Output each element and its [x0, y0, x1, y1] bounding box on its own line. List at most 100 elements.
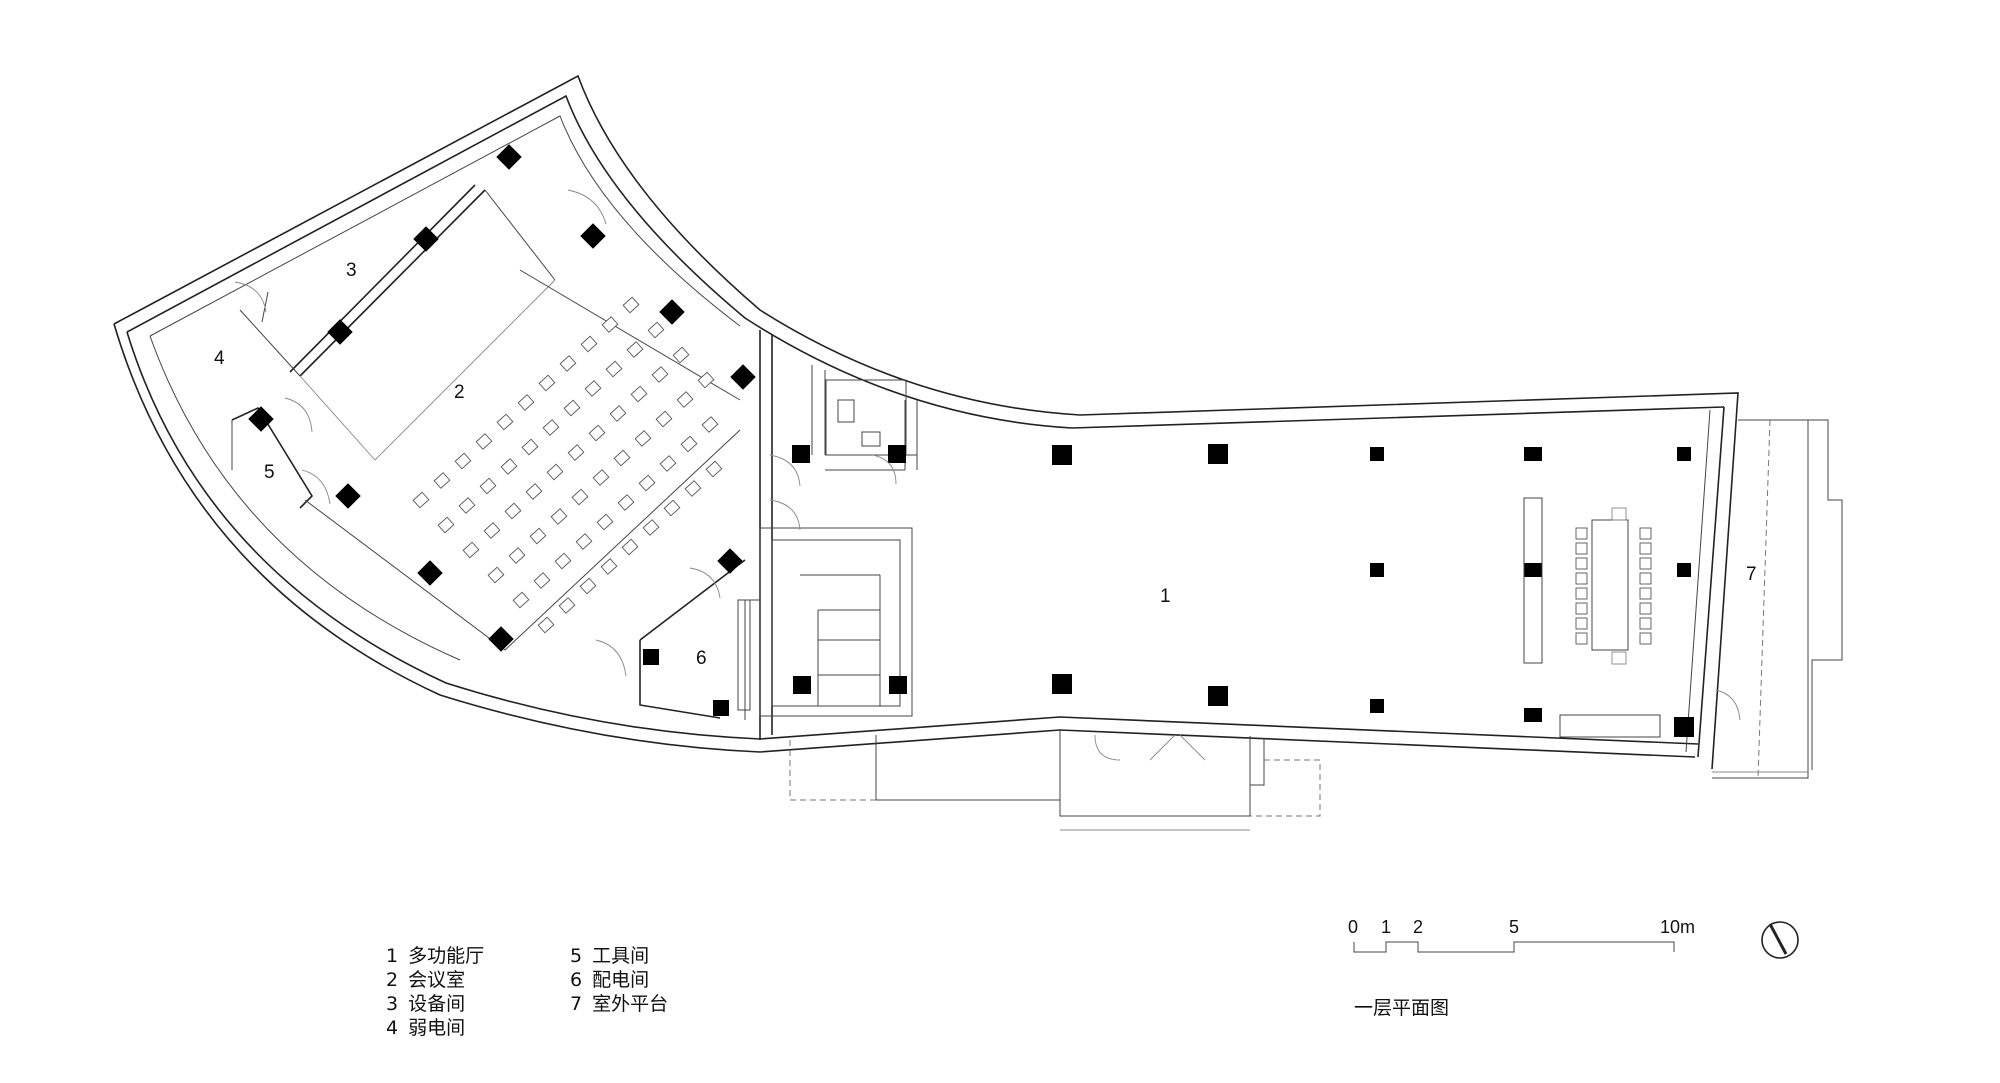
chair	[1575, 557, 1588, 570]
seat	[651, 366, 669, 383]
column	[1524, 563, 1542, 577]
seat	[684, 480, 702, 497]
building-outline	[113, 74, 1739, 770]
seat	[601, 316, 619, 333]
column	[1524, 708, 1542, 722]
seat	[483, 522, 501, 539]
seat	[563, 399, 581, 417]
north-arrow-icon	[1761, 921, 1799, 959]
seat	[554, 552, 572, 570]
seat	[621, 538, 639, 556]
seat	[567, 444, 585, 461]
seat	[542, 419, 560, 436]
seat	[550, 508, 568, 525]
seat	[508, 547, 526, 564]
scale-tick-0: 0	[1348, 917, 1358, 937]
scale-bar: 0 1 2 5 10m	[1348, 917, 1695, 953]
seat	[571, 488, 589, 506]
seat	[600, 558, 618, 575]
seat	[655, 410, 673, 428]
room-label-3: 3	[346, 260, 357, 281]
seat	[504, 502, 522, 520]
structural-columns	[248, 144, 1694, 737]
column	[1677, 447, 1691, 461]
scale-tick-1: 1	[1381, 917, 1391, 937]
seat	[437, 516, 455, 534]
seat	[433, 472, 451, 489]
chair	[1575, 632, 1588, 645]
column	[730, 364, 756, 390]
chair	[1575, 617, 1588, 630]
seat	[559, 355, 577, 372]
seat	[538, 374, 556, 392]
hall-furniture	[1523, 497, 1661, 738]
column	[580, 223, 606, 249]
chair	[1575, 602, 1588, 615]
chair	[1575, 587, 1588, 600]
seat	[512, 591, 530, 609]
column	[413, 226, 439, 252]
seat	[596, 513, 614, 531]
seat	[697, 371, 715, 389]
chair	[1639, 602, 1652, 615]
seat	[592, 469, 610, 486]
seat	[630, 385, 648, 403]
column	[488, 626, 514, 652]
column	[1208, 444, 1228, 464]
seat	[605, 360, 623, 378]
seat	[613, 449, 631, 467]
column	[1208, 686, 1228, 706]
column	[889, 676, 907, 694]
seat	[647, 321, 665, 339]
chair	[1639, 542, 1652, 555]
seat	[517, 394, 535, 411]
chair	[1639, 617, 1652, 630]
door-swings	[234, 189, 1741, 721]
seat	[622, 296, 640, 314]
drawing-title: 一层平面图	[1354, 997, 1449, 1019]
seat	[609, 405, 627, 422]
column	[1052, 445, 1072, 465]
seat	[558, 597, 576, 614]
room-label-2: 2	[454, 382, 465, 403]
column	[793, 676, 811, 694]
seat	[521, 438, 539, 456]
chair	[1575, 527, 1588, 540]
seat	[663, 499, 681, 517]
column	[327, 319, 353, 345]
seat	[475, 433, 493, 450]
seat	[617, 494, 635, 511]
seat	[479, 477, 497, 495]
column	[1370, 447, 1384, 461]
seat	[634, 430, 652, 447]
chair	[1639, 527, 1652, 540]
column	[496, 144, 522, 170]
chair	[1639, 557, 1652, 570]
seat	[525, 483, 543, 500]
seat	[672, 346, 690, 364]
seat	[579, 577, 597, 595]
seat	[626, 341, 644, 358]
room-label-6: 6	[696, 648, 707, 669]
room-label-7: 7	[1746, 564, 1757, 585]
chair	[1575, 572, 1588, 585]
column	[248, 406, 274, 432]
room-label-5: 5	[264, 462, 275, 483]
column	[335, 483, 361, 509]
scale-tick-5: 5	[1509, 917, 1519, 937]
seat	[680, 435, 698, 453]
column	[417, 560, 443, 586]
room-labels: 1 2 3 4 5 6 7	[214, 260, 1757, 669]
chair	[1639, 632, 1652, 645]
seat	[638, 474, 656, 492]
seat	[529, 527, 547, 545]
seat	[575, 533, 593, 550]
seat	[496, 413, 514, 431]
column	[643, 649, 659, 665]
column	[1524, 447, 1542, 461]
column	[659, 299, 685, 325]
